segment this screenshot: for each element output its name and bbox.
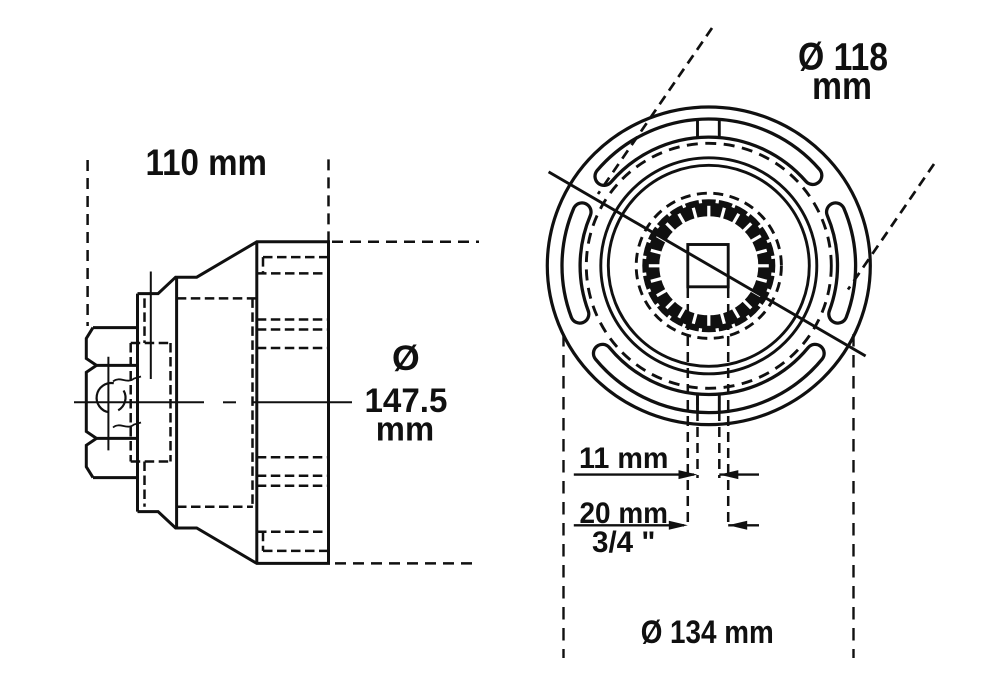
svg-text:11 mm: 11 mm — [579, 442, 668, 475]
svg-text:Ø 134 mm: Ø 134 mm — [641, 614, 774, 650]
svg-text:20 mm: 20 mm — [580, 497, 669, 530]
svg-text:mm: mm — [812, 65, 872, 108]
svg-text:Ø: Ø — [392, 338, 420, 378]
svg-text:147.5: 147.5 — [365, 382, 448, 420]
svg-text:110 mm: 110 mm — [146, 141, 268, 183]
svg-text:3/4 ": 3/4 " — [592, 526, 655, 559]
svg-text:mm: mm — [376, 411, 434, 449]
svg-text:Ø 118: Ø 118 — [798, 36, 888, 79]
